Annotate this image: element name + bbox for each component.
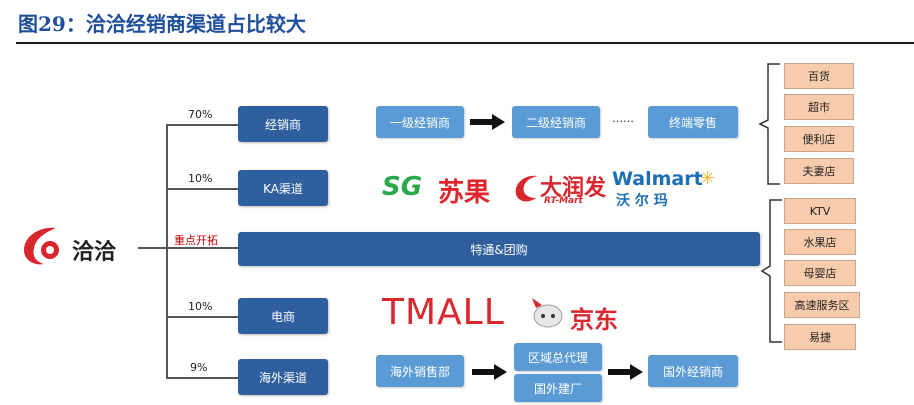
walmart-spark-icon: ✳	[700, 168, 716, 189]
tree-connector-3	[166, 247, 238, 249]
branch-pct-special: 重点开拓	[174, 234, 218, 247]
branch-pct-distributor: 70%	[188, 108, 213, 121]
retail-outlet-supermarket: 超市	[784, 94, 854, 120]
company-logo-text: 洽洽	[72, 240, 117, 265]
retail-bracket-icon	[758, 63, 780, 185]
overseas-dealer: 国外经销商	[648, 355, 738, 387]
overseas-agent: 区域总代理	[514, 343, 602, 371]
chain-ellipsis: ……	[612, 112, 634, 125]
retail-outlet-convenience: 便利店	[784, 126, 854, 152]
walmart-logo-cn: 沃 尔 玛	[616, 193, 668, 209]
arrow-right-icon	[470, 113, 506, 135]
rtmart-logo-name: 大润发	[540, 176, 607, 201]
rtmart-swoosh-icon	[515, 175, 538, 202]
channel-ecommerce: 电商	[238, 298, 328, 334]
special-outlet-easyjoy: 易捷	[784, 324, 856, 350]
rtmart-logo-sub: RT-Mart	[544, 196, 583, 206]
tmall-logo: TMALL	[382, 292, 505, 333]
title-divider	[16, 42, 914, 44]
branch-pct-overseas: 9%	[190, 361, 208, 374]
tree-connector-4	[166, 316, 238, 318]
walmart-logo: Walmart ✳ 沃 尔 玛	[612, 168, 722, 210]
arrow-right-icon	[608, 363, 644, 385]
chain-level1: 一级经销商	[376, 106, 464, 138]
branch-pct-ecommerce: 10%	[188, 300, 213, 313]
overseas-factory: 国外建厂	[514, 374, 602, 402]
channel-special: 特通&团购	[238, 232, 760, 266]
overseas-dept: 海外销售部	[376, 355, 464, 387]
channel-ka: KA渠道	[238, 170, 328, 206]
suguo-logo-mark: SG	[382, 172, 423, 202]
arrow-right-icon	[472, 363, 508, 385]
channel-overseas: 海外渠道	[238, 359, 328, 395]
tree-connector-1	[166, 124, 238, 126]
jd-dog-icon	[532, 298, 563, 328]
special-outlet-ktv: KTV	[784, 198, 856, 224]
special-bracket-icon	[760, 199, 782, 343]
walmart-logo-name: Walmart	[612, 168, 703, 190]
retail-outlet-family: 夫妻店	[784, 158, 854, 184]
jd-logo-name: 京东	[570, 306, 618, 334]
company-logo: 洽洽	[18, 224, 138, 268]
special-outlet-highway: 高速服务区	[784, 292, 860, 318]
special-outlet-fruit: 水果店	[784, 229, 856, 255]
qiaqia-logo-icon	[24, 227, 59, 265]
page-title: 图29：洽洽经销商渠道占比较大	[18, 12, 306, 36]
rtmart-logo: 大润发 RT-Mart	[512, 168, 612, 210]
special-outlet-maternal: 母婴店	[784, 260, 856, 286]
chain-level2: 二级经销商	[512, 106, 600, 138]
chain-terminal: 终端零售	[648, 106, 738, 138]
jd-logo: 京东	[528, 294, 638, 334]
tree-connector-5	[166, 377, 238, 379]
tree-connector-spine	[166, 124, 168, 378]
suguo-logo: SG 苏果	[382, 168, 512, 208]
tree-connector-2	[166, 188, 238, 190]
branch-pct-ka: 10%	[188, 172, 213, 185]
suguo-logo-name: 苏果	[438, 178, 491, 208]
retail-outlet-department: 百货	[784, 63, 854, 89]
channel-distributor: 经销商	[238, 106, 328, 142]
tree-connector-root	[138, 247, 166, 249]
